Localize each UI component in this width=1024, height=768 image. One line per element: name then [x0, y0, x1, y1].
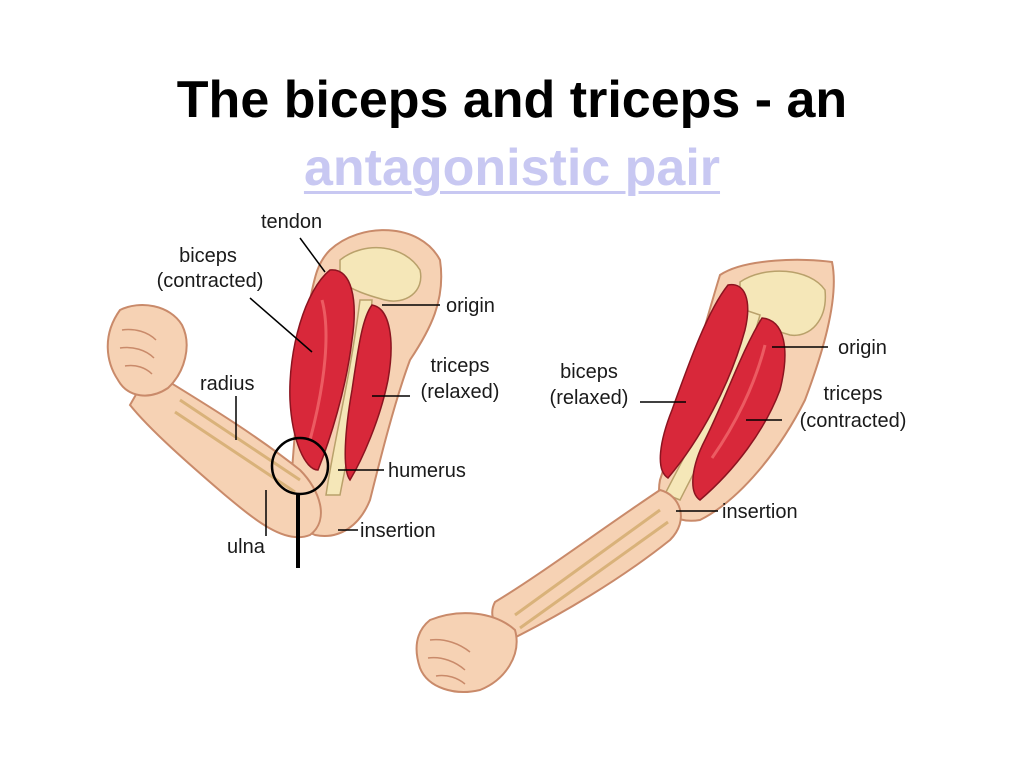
left-tendon-label: tendon	[261, 211, 322, 233]
right-fist-fingers	[427, 638, 471, 685]
left-biceps-label: biceps	[179, 245, 237, 267]
left-triceps-label: triceps	[431, 355, 490, 377]
right-biceps-label: biceps	[560, 361, 618, 383]
left-triceps-state-label: (relaxed)	[421, 381, 500, 403]
left-biceps-highlight	[308, 299, 328, 441]
left-origin-label: origin	[446, 295, 495, 317]
right-triceps-state-label: (contracted)	[800, 410, 907, 432]
left-arm-illustration	[106, 229, 443, 568]
right-fist	[415, 612, 518, 693]
left-humerus-label: humerus	[388, 460, 466, 482]
left-biceps-state-label: (contracted)	[157, 270, 264, 292]
left-radius-label: radius	[200, 373, 254, 395]
left-shoulder-bone	[339, 247, 422, 302]
right-forearm-bones	[514, 508, 669, 630]
right-origin-label: origin	[838, 337, 887, 359]
slide-title: The biceps and triceps - an antagonistic…	[0, 66, 1024, 202]
right-biceps-state-label: (relaxed)	[550, 387, 629, 409]
right-triceps-highlight	[710, 344, 767, 459]
left-fist	[106, 304, 188, 397]
right-arm-illustration	[415, 258, 835, 693]
antagonistic-pair-link[interactable]: antagonistic pair	[303, 139, 721, 197]
left-triceps-muscle	[344, 304, 392, 482]
left-ulna-label: ulna	[227, 536, 266, 558]
right-arm-leader-lines	[640, 346, 828, 512]
right-triceps-label: triceps	[824, 383, 883, 405]
left-fist-fingers	[119, 328, 157, 375]
right-biceps-muscle	[659, 284, 749, 479]
left-insertion-label: insertion	[360, 520, 436, 542]
title-line-1: The biceps and triceps - an	[176, 71, 848, 129]
left-arm-leader-lines	[235, 237, 440, 536]
right-insertion-label: insertion	[722, 501, 798, 523]
